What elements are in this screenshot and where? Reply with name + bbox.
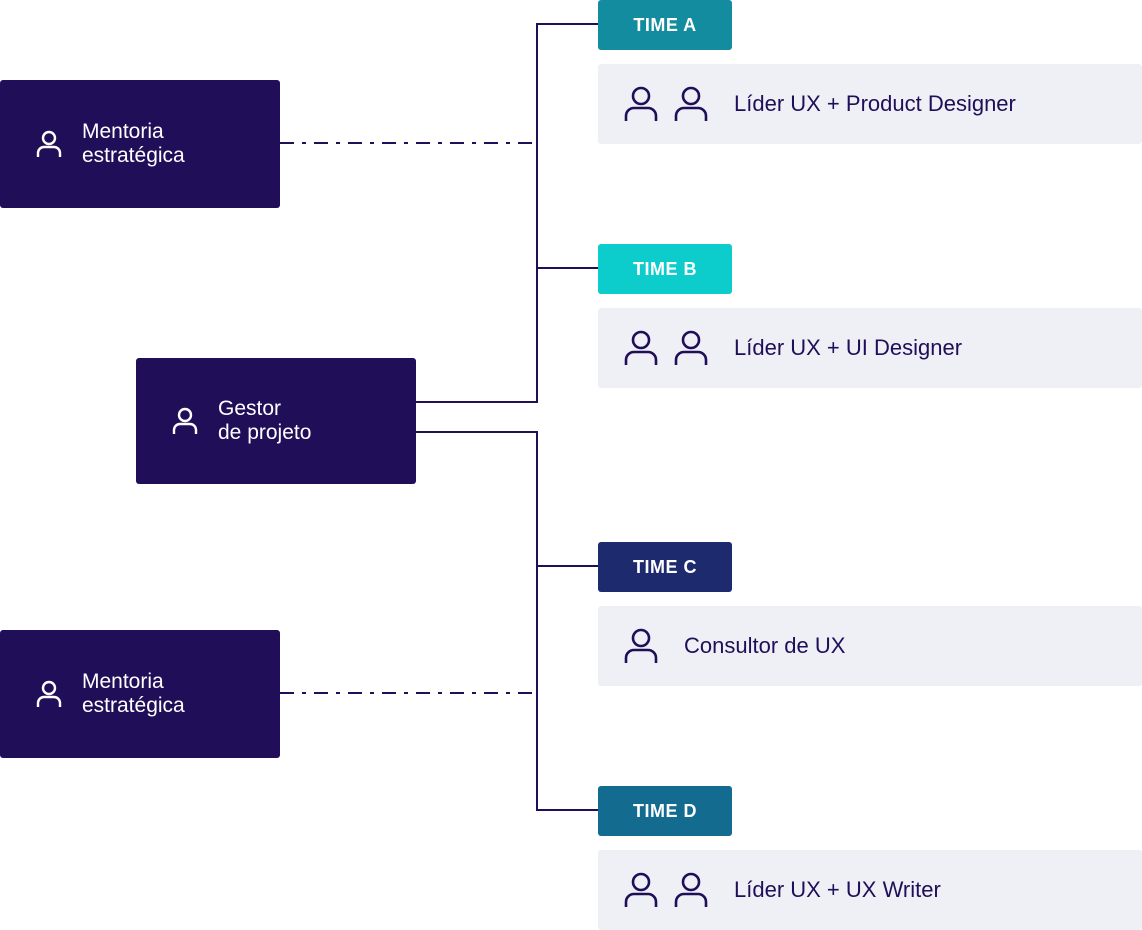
team-d-members: Líder UX + UX Writer <box>734 877 941 902</box>
manager-lower-connector <box>416 431 598 811</box>
person-icon <box>36 130 62 157</box>
person-icon <box>624 330 658 365</box>
person-icon <box>674 86 708 121</box>
mentor-label: Mentoria estratégica <box>82 120 185 167</box>
manager-node: Gestor de projeto <box>136 358 416 484</box>
person-icon <box>624 872 658 907</box>
team-members-icons <box>624 329 708 367</box>
person-icon <box>624 628 658 663</box>
team-b-members: Líder UX + UI Designer <box>734 335 963 360</box>
team-c-members: Consultor de UX <box>684 633 846 658</box>
team-a-card: Líder UX + Product Designer <box>598 64 1142 144</box>
team-members-icons <box>624 85 708 123</box>
person-icon <box>674 330 708 365</box>
team-b-card: Líder UX + UI Designer <box>598 308 1142 388</box>
team-d-tag: TIME D <box>598 786 732 836</box>
person-icon <box>624 86 658 121</box>
person-icon <box>674 872 708 907</box>
team-members-icons <box>624 871 708 909</box>
team-a-tag: TIME A <box>598 0 732 50</box>
team-b-tag: TIME B <box>598 244 732 294</box>
team-members-icons <box>624 627 658 665</box>
mentor-label: Mentoria estratégica <box>82 670 185 717</box>
person-icon <box>172 407 198 434</box>
team-c-tag: TIME C <box>598 542 732 592</box>
person-icon <box>36 680 62 707</box>
team-d-card: Líder UX + UX Writer <box>598 850 1142 930</box>
mentor-node-bottom: Mentoria estratégica <box>0 630 280 758</box>
manager-upper-connector <box>416 23 598 403</box>
team-c-card: Consultor de UX <box>598 606 1142 686</box>
mentor-node-top: Mentoria estratégica <box>0 80 280 208</box>
manager-label: Gestor de projeto <box>218 397 312 444</box>
team-a-members: Líder UX + Product Designer <box>734 91 1016 116</box>
